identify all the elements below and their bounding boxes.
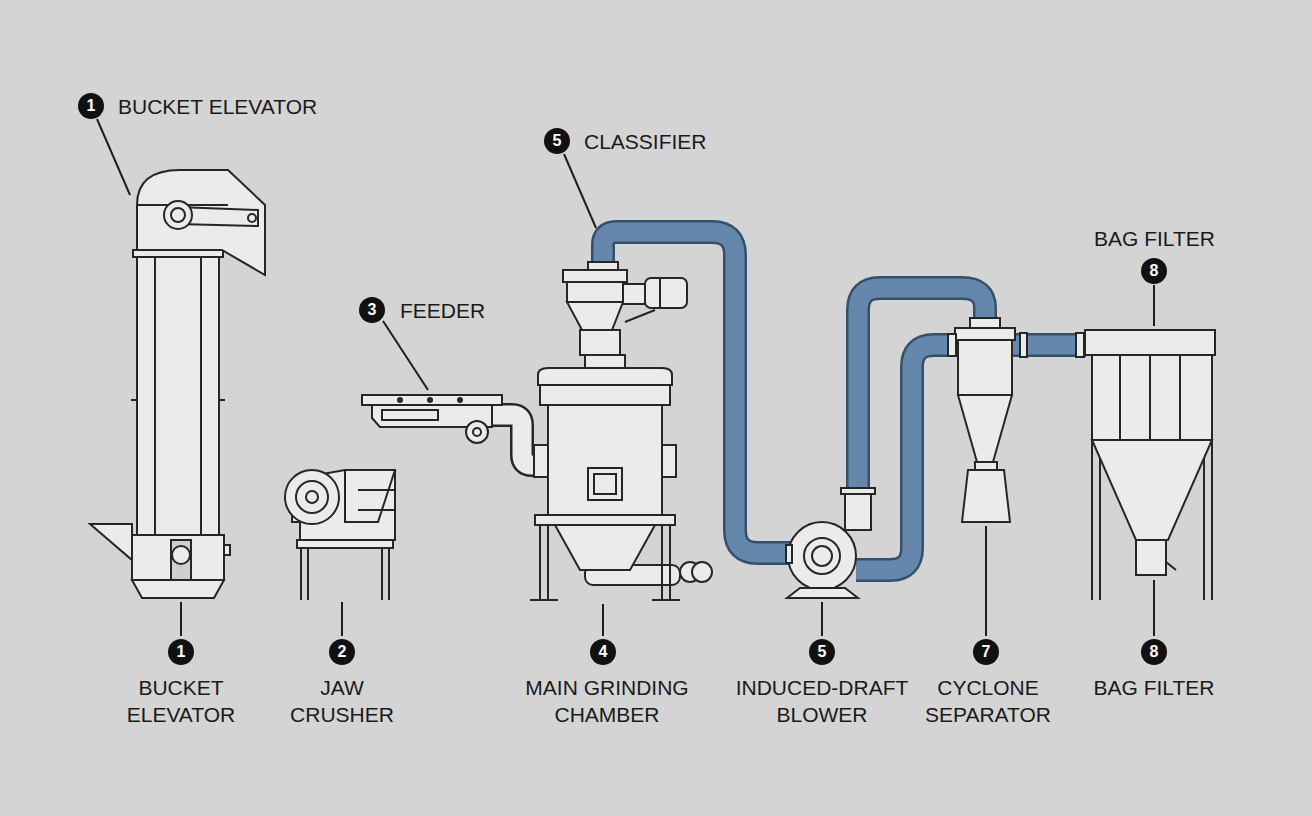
part-label: INDUCED-DRAFT BLOWER xyxy=(727,674,917,728)
callout-number: 3 xyxy=(359,297,385,323)
callout-number: 8 xyxy=(1141,639,1167,665)
part-label: CLASSIFIER xyxy=(584,128,707,155)
callout-number: 7 xyxy=(973,639,999,665)
callout-number: 1 xyxy=(168,639,194,665)
callout-number: 2 xyxy=(329,639,355,665)
callout-number: 4 xyxy=(590,639,616,665)
callout-number: 8 xyxy=(1141,258,1167,284)
callout-number: 5 xyxy=(809,639,835,665)
part-label: FEEDER xyxy=(400,297,485,324)
part-label: MAIN GRINDING CHAMBER xyxy=(507,674,707,728)
callout-number: 5 xyxy=(544,128,570,154)
callout-number: 1 xyxy=(78,93,104,119)
part-label: BAG FILTER xyxy=(1094,225,1215,252)
part-label: BAG FILTER xyxy=(1079,674,1229,701)
part-label: JAW CRUSHER xyxy=(282,674,402,728)
part-label: BUCKET ELEVATOR xyxy=(116,674,246,728)
part-label: BUCKET ELEVATOR xyxy=(118,93,317,120)
part-label: CYCLONE SEPARATOR xyxy=(913,674,1063,728)
